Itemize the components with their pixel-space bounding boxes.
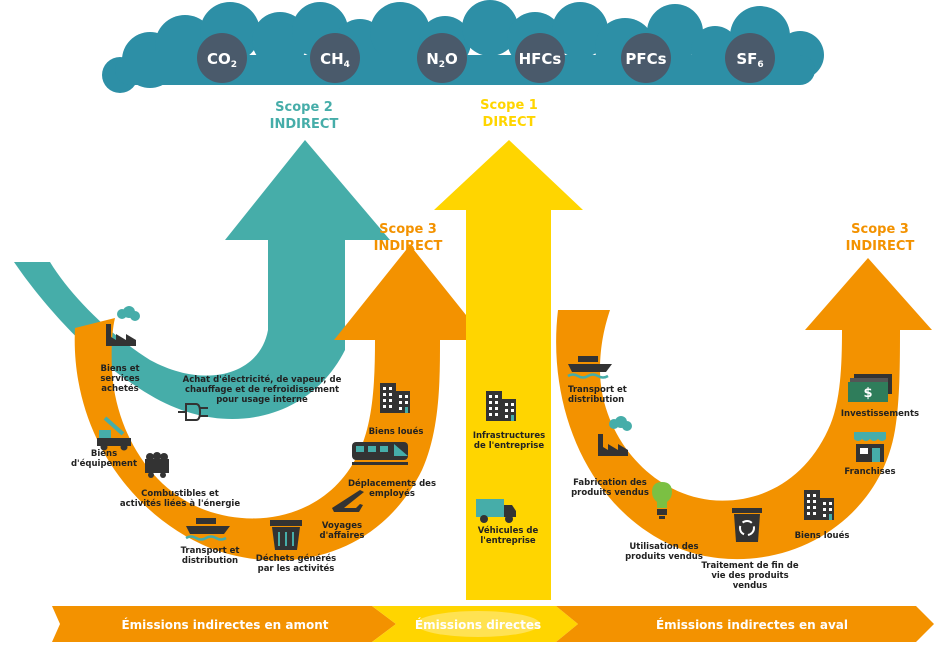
scope1-subtitle: DIRECT xyxy=(483,115,536,130)
gas-pfcs: PFCs xyxy=(621,33,671,83)
gas-formula: SF6 xyxy=(736,50,763,70)
downstream-item-6: Franchises xyxy=(844,432,896,477)
category-label: Biens loués xyxy=(795,530,850,541)
gas-formula: CO2 xyxy=(207,50,237,70)
band-upstream-label: Émissions indirectes en amont xyxy=(121,617,328,632)
coal-cart-icon xyxy=(145,452,169,478)
gas-circle xyxy=(310,33,360,83)
scope3-downstream-arrow xyxy=(556,258,932,560)
gas-n2o: N2O xyxy=(417,33,467,83)
scope3-downstream-subtitle: INDIRECT xyxy=(846,239,915,254)
category-label: Investissements xyxy=(841,409,919,419)
gas-hfcs: HFCs xyxy=(515,33,565,83)
scope3-upstream-subtitle: INDIRECT xyxy=(374,239,443,254)
gas-co2: CO2 xyxy=(197,33,247,83)
gas-circle xyxy=(515,33,565,83)
scope1-arrow xyxy=(434,140,583,600)
scope3-upstream-title: Scope 3 xyxy=(379,222,437,237)
downstream-item-5: Biens loués xyxy=(795,490,850,541)
storefront-icon xyxy=(854,432,886,462)
gas-formula: CH4 xyxy=(320,50,350,70)
band-downstream xyxy=(556,606,934,642)
dumpster-icon xyxy=(270,520,302,550)
scope3-upstream-arrow xyxy=(74,245,486,561)
band-direct-label: Émissions directes xyxy=(415,617,541,632)
greenhouse-gases: CO2 CH4 N2O HFCs PFCs SF6 xyxy=(197,33,775,83)
gas-circle xyxy=(621,33,671,83)
upstream-item-8: Biens loués xyxy=(369,383,424,437)
scope1-title: Scope 1 xyxy=(480,98,538,113)
gas-formula: PFCs xyxy=(625,50,666,68)
downstream-item-7: Investissements xyxy=(841,374,919,419)
gas-circle xyxy=(417,33,467,83)
gas-circle xyxy=(725,33,775,83)
gas-formula: HFCs xyxy=(519,50,562,68)
band-downstream-label: Émissions indirectes en aval xyxy=(656,617,848,632)
money-icon xyxy=(848,374,892,402)
gas-circle xyxy=(197,33,247,83)
gas-ch4: CH4 xyxy=(310,33,360,83)
scope2-title: Scope 2 xyxy=(275,100,333,115)
band-upstream xyxy=(52,606,396,642)
emissions-band: Émissions indirectes en amont Émissions … xyxy=(52,606,934,642)
scope2-subtitle: INDIRECT xyxy=(270,117,339,132)
category-label: Franchises xyxy=(844,467,895,477)
scope3-downstream-title: Scope 3 xyxy=(851,222,909,237)
gas-formula: N2O xyxy=(426,50,458,70)
category-label: Biens loués xyxy=(369,426,424,437)
gas-sf6: SF6 xyxy=(725,33,775,83)
